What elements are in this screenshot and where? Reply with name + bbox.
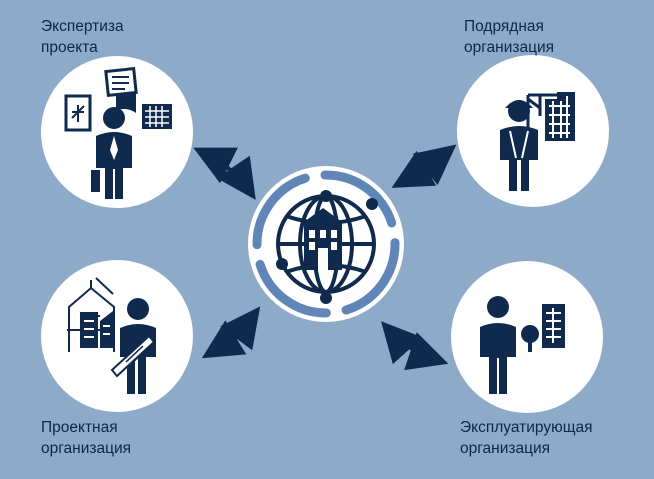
design-building-right <box>100 311 113 348</box>
center-window-2 <box>320 230 326 238</box>
expertise-person-tie <box>110 136 118 160</box>
expertise-document-curved <box>116 93 136 113</box>
expertise-document-top-lines <box>112 76 129 90</box>
person-with-building-tree-icon <box>480 296 565 394</box>
expertise-document-left <box>64 94 92 132</box>
double-headed-arrow-icon-bottom-right <box>380 321 449 371</box>
center-building-top <box>304 208 342 222</box>
center-hub <box>248 166 404 322</box>
contractor-hard-hat <box>505 100 533 108</box>
expertise-person-head <box>103 107 125 129</box>
expertise-document-left-grid <box>71 105 85 122</box>
node-expertise <box>41 56 193 208</box>
expertise-briefcase <box>91 170 100 192</box>
contractor-crane <box>526 93 561 145</box>
center-ring-accent <box>252 170 400 318</box>
operating-label-line-1: Эксплуатирующая <box>460 419 593 436</box>
center-window-4 <box>309 242 315 250</box>
center-node-left <box>276 258 288 270</box>
center-window-1 <box>309 230 315 238</box>
expertise-circle <box>41 56 193 208</box>
center-node-top <box>320 190 332 202</box>
center-window-5 <box>331 242 337 250</box>
operating-tree-canopy <box>521 325 539 343</box>
design-blueprint-lines <box>67 277 115 352</box>
operating-person-body <box>480 323 516 394</box>
center-window-3 <box>331 230 337 238</box>
operating-person-head <box>487 296 509 318</box>
design-building-windows <box>84 320 110 338</box>
contractor-label: Подрядная организация <box>464 16 554 58</box>
contractor-label-line-1: Подрядная <box>464 18 544 35</box>
center-building-door <box>318 248 328 270</box>
center-network-nodes <box>276 190 378 304</box>
double-headed-arrow-icon-top-right <box>391 144 457 188</box>
architect-with-blueprint-icon <box>67 277 156 394</box>
operating-label: Эксплуатирующая организация <box>460 417 592 459</box>
expertise-label: Экспертиза проекта <box>41 16 124 58</box>
contractor-worker-body <box>500 126 538 191</box>
operating-building-windows <box>546 308 561 343</box>
center-building-icon <box>304 208 342 270</box>
design-roll-lines <box>125 345 147 367</box>
node-contractor <box>457 55 609 207</box>
design-circle <box>41 260 193 412</box>
construction-worker-crane-icon <box>500 92 575 191</box>
double-headed-arrow-icon-bottom-left <box>201 306 261 359</box>
design-label: Проектная организация <box>41 417 131 459</box>
center-node-right <box>366 198 378 210</box>
design-label-line-2: организация <box>41 440 132 457</box>
contractor-building-windows <box>549 96 570 138</box>
double-headed-arrow-icon-top-left <box>193 147 256 200</box>
expert-with-documents-icon <box>64 66 172 199</box>
expertise-person-body <box>96 132 132 199</box>
operating-label-line-2: организация <box>460 440 551 457</box>
expertise-label-line-1: Экспертиза <box>41 18 124 35</box>
design-label-line-1: Проектная <box>41 419 118 436</box>
contractor-label-line-2: организация <box>464 39 555 56</box>
node-operating <box>451 261 603 413</box>
connection-arrows <box>193 144 457 371</box>
center-node-bottom <box>320 292 332 304</box>
design-person-head <box>127 298 149 320</box>
contractor-vest-straps <box>509 130 529 159</box>
operating-tree-trunk <box>528 342 532 352</box>
expertise-calendar-grid <box>145 106 169 127</box>
node-design <box>41 260 193 412</box>
expertise-label-line-2: проекта <box>41 39 98 56</box>
